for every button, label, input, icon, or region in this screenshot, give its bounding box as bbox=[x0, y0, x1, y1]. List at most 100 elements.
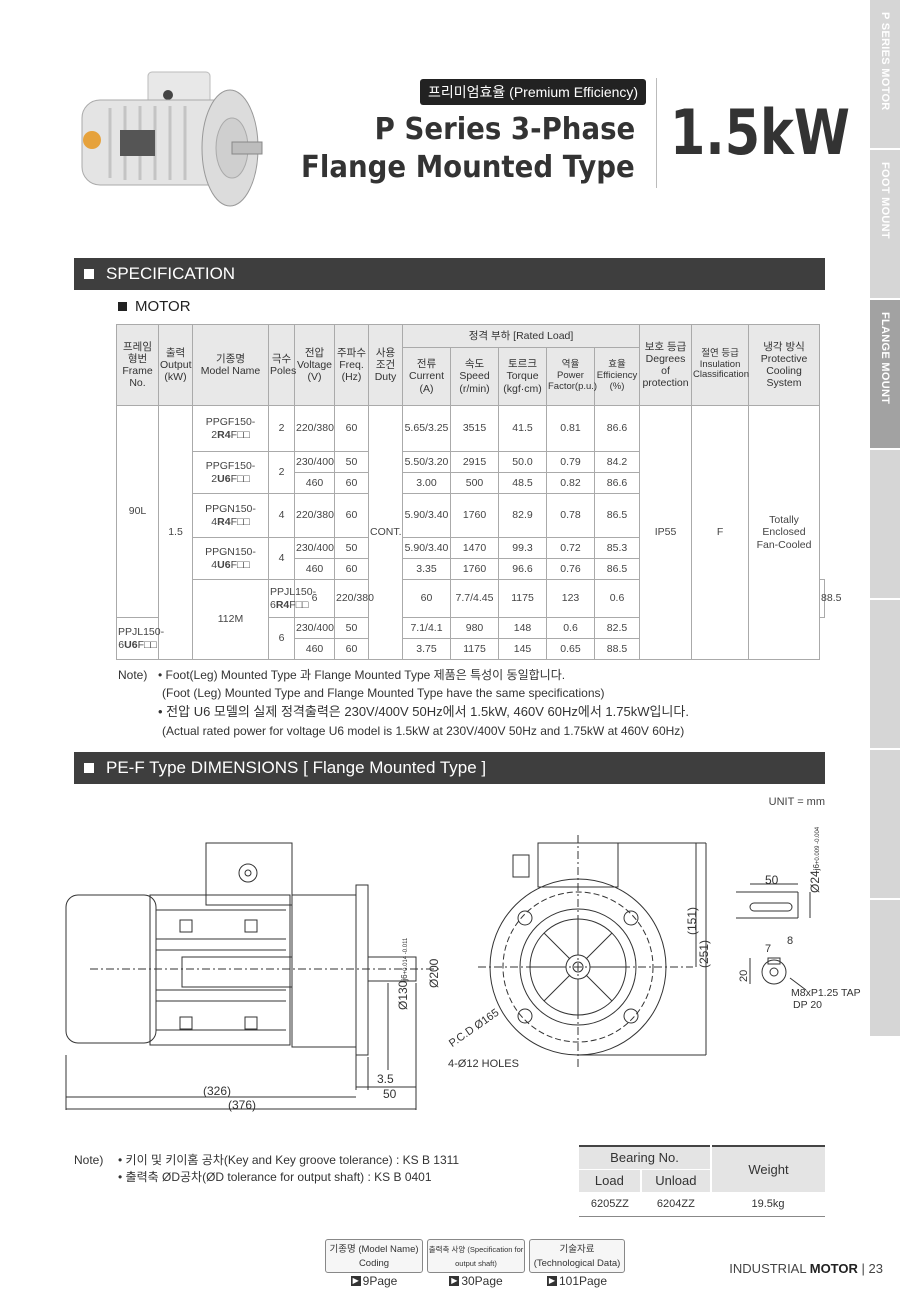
arrow-right-icon: ▶ bbox=[546, 1276, 557, 1287]
current-cell: 7.7/4.45 bbox=[450, 579, 499, 618]
model-name: PPGN150-4R4F□□ bbox=[192, 493, 269, 538]
tab-foot-mount[interactable]: FOOT MOUNT bbox=[870, 150, 900, 298]
voltage-cell: 230/400 bbox=[294, 617, 335, 639]
poles-cell: 2 bbox=[268, 451, 295, 494]
ref-page: 101Page bbox=[558, 1273, 608, 1288]
tab-p-series-motor[interactable]: P SERIES MOTOR bbox=[870, 0, 900, 148]
dimensions-title: PE-F Type DIMENSIONS [ Flange Mounted Ty… bbox=[106, 758, 487, 777]
header-model: 기종명 Model Name bbox=[192, 324, 269, 406]
dim-d200: Ø200 bbox=[427, 958, 441, 988]
dimensions-section-bar: PE-F Type DIMENSIONS [ Flange Mounted Ty… bbox=[74, 752, 825, 784]
title-line-1: P Series 3-Phase bbox=[374, 112, 635, 147]
dim-151: (151) bbox=[685, 906, 699, 935]
note-2-en: (Actual rated power for voltage U6 model… bbox=[162, 723, 685, 738]
dim-note-2: • 출력축 ØD공차(ØD tolerance for output shaft… bbox=[118, 1170, 432, 1185]
voltage-cell: 460 bbox=[294, 638, 335, 660]
freq-cell: 50 bbox=[334, 451, 369, 473]
dimension-notes: Note) • 키이 및 키이홈 공차(Key and Key groove to… bbox=[74, 1152, 459, 1187]
speed-cell: 3515 bbox=[450, 405, 499, 452]
motor-spec-table: 프레임 형번 Frame No. 출력 Output (kW) 기종명 Mode… bbox=[116, 324, 841, 660]
ref-technological-data[interactable]: 기술자료 (Technological Data) ▶101Page bbox=[529, 1239, 625, 1288]
pf-cell: 0.78 bbox=[546, 493, 595, 538]
unload-header: Unload bbox=[640, 1169, 713, 1193]
freq-cell: 60 bbox=[334, 472, 369, 494]
poles-cell: 4 bbox=[268, 537, 295, 580]
ref-label: 기종명 (Model Name) Coding bbox=[329, 1244, 419, 1270]
shaft-dia-fit: j6 bbox=[812, 864, 821, 871]
footer-motor: MOTOR bbox=[809, 1261, 858, 1276]
model-name: PPGF150-2U6F□□ bbox=[192, 451, 269, 494]
section-square-icon bbox=[84, 269, 94, 279]
protection-value: IP55 bbox=[639, 405, 693, 660]
header-insulation: 절연 등급 Insulation Classification bbox=[691, 324, 750, 406]
speed-cell: 1760 bbox=[450, 493, 499, 538]
current-cell: 7.1/4.1 bbox=[402, 617, 451, 639]
eff-cell: 86.5 bbox=[593, 558, 641, 580]
header-voltage: 전압 Voltage (V) bbox=[294, 324, 335, 406]
cooling-value: Totally Enclosed Fan-Cooled bbox=[748, 405, 821, 660]
model-name: PPJL150-6U6F□□ bbox=[116, 617, 164, 660]
torque-cell: 145 bbox=[498, 638, 547, 660]
ref-model-name-coding[interactable]: 기종명 (Model Name) Coding ▶9Page bbox=[325, 1239, 423, 1288]
pf-cell: 0.82 bbox=[546, 472, 595, 494]
tab-blank-4 bbox=[870, 900, 900, 1036]
header-current: 전류 Current (A) bbox=[402, 347, 451, 406]
poles-cell: 6 bbox=[294, 579, 335, 618]
output-value: 1.5 bbox=[158, 405, 193, 660]
note-2: • 전압 U6 모델의 실제 정격출력은 230V/400V 50Hz에서 1.… bbox=[158, 704, 689, 719]
specification-section-bar: SPECIFICATION bbox=[74, 258, 825, 290]
dim-326: (326) bbox=[203, 1084, 232, 1098]
load-bearing-value: 6205ZZ bbox=[579, 1192, 641, 1217]
voltage-cell: 220/380 bbox=[294, 405, 335, 452]
speed-cell: 1175 bbox=[450, 638, 499, 660]
ref-page: 30Page bbox=[461, 1273, 503, 1288]
key-dim-20: 20 bbox=[738, 969, 750, 982]
side-view-drawing bbox=[65, 842, 440, 1110]
terminal-box-outline bbox=[537, 842, 619, 888]
speed-cell: 2915 bbox=[450, 451, 499, 473]
current-cell: 5.50/3.20 bbox=[402, 451, 451, 473]
torque-cell: 123 bbox=[546, 579, 595, 618]
torque-cell: 41.5 bbox=[498, 405, 547, 452]
section-square-icon bbox=[84, 763, 94, 773]
dim-d130-tol: +0.014 -0.011 bbox=[403, 937, 409, 975]
key-dim-8: 8 bbox=[787, 935, 794, 947]
page-footer: INDUSTRIAL MOTOR | 23 bbox=[729, 1261, 883, 1276]
header-efficiency: 효율 Efficiency (%) bbox=[593, 347, 641, 406]
header-cooling: 냉각 방식 Protective Cooling System bbox=[748, 324, 821, 406]
arrow-right-icon: ▶ bbox=[449, 1276, 460, 1287]
freq-cell: 50 bbox=[334, 617, 369, 639]
terminal-box-outline bbox=[205, 842, 293, 906]
spec-notes: Note)• Foot(Leg) Mounted Type 과 Flange M… bbox=[118, 666, 689, 740]
ref-output-shaft-spec[interactable]: 출력축 사양 (Specification for output shaft) … bbox=[427, 1239, 525, 1288]
torque-cell: 148 bbox=[498, 617, 547, 639]
pf-cell: 0.79 bbox=[546, 451, 595, 473]
note-1-en: (Foot (Leg) Mounted Type and Flange Moun… bbox=[162, 686, 605, 700]
torque-cell: 50.0 bbox=[498, 451, 547, 473]
freq-cell: 60 bbox=[402, 579, 451, 618]
header-poles: 극수 Poles bbox=[268, 324, 296, 406]
tab-blank-2 bbox=[870, 600, 900, 748]
insulation-value: F bbox=[691, 405, 750, 660]
pf-cell: 0.65 bbox=[546, 638, 595, 660]
header-rated-load: 정격 부하 [Rated Load] bbox=[401, 324, 641, 348]
eff-cell: 86.5 bbox=[593, 493, 641, 538]
ref-label: 출력축 사양 (Specification for output shaft) bbox=[428, 1245, 524, 1269]
tab-flange-mount[interactable]: FLANGE MOUNT bbox=[870, 300, 900, 448]
load-header: Load bbox=[579, 1169, 642, 1193]
key-dim-7: 7 bbox=[765, 943, 772, 955]
dim-note-1: • 키이 및 키이홈 공차(Key and Key groove toleran… bbox=[118, 1153, 460, 1167]
current-cell: 3.35 bbox=[402, 558, 451, 580]
pf-cell: 0.76 bbox=[546, 558, 595, 580]
frame-112m: 112M bbox=[192, 579, 269, 660]
header-frame: 프레임 형번 Frame No. bbox=[116, 324, 159, 406]
current-cell: 3.75 bbox=[402, 638, 451, 660]
tap-depth-label: DP 20 bbox=[793, 999, 822, 1011]
note-1: • Foot(Leg) Mounted Type 과 Flange Mounte… bbox=[158, 668, 566, 682]
note-label: Note) bbox=[74, 1153, 104, 1167]
voltage-cell: 460 bbox=[294, 558, 335, 580]
power-rating: 1.5kW bbox=[670, 96, 850, 169]
motor-subheading-label: MOTOR bbox=[135, 298, 191, 315]
pf-cell: 0.6 bbox=[546, 617, 595, 639]
freq-cell: 60 bbox=[334, 493, 369, 538]
